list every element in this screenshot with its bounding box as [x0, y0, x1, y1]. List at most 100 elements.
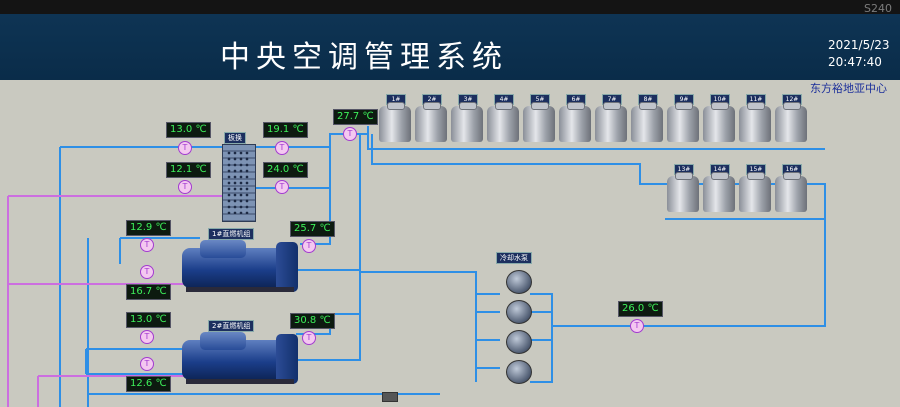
tower-fan-icon: [675, 102, 693, 110]
tower-fan-icon: [783, 172, 801, 180]
temp-sensor-icon[interactable]: T: [302, 331, 316, 345]
pipe-chiller2-return: [37, 375, 200, 407]
tower-body: [595, 106, 627, 142]
tower-fan-icon: [531, 102, 549, 110]
chiller-2-base: [186, 379, 294, 384]
cooling-tower-9[interactable]: 9#: [666, 94, 700, 144]
cooling-tower-16[interactable]: 16#: [774, 164, 808, 214]
pump-group-label: 冷却水泵: [496, 252, 532, 264]
temp-sensor-icon[interactable]: T: [275, 141, 289, 155]
tower-fan-icon: [711, 172, 729, 180]
location-label: 东方裕地亚中心: [810, 82, 887, 95]
temp-sensor-icon[interactable]: T: [140, 265, 154, 279]
heat-exchanger-label: 板换: [224, 132, 246, 144]
temp-tower-supply: 27.7 ℃: [333, 109, 378, 125]
temp-chiller2-right: 30.8 ℃: [290, 313, 335, 329]
tower-body: [415, 106, 447, 142]
pipe-pump-inlets: [476, 293, 500, 369]
temp-sensor-icon[interactable]: T: [140, 357, 154, 371]
temp-chiller2-left-top: 13.0 ℃: [126, 312, 171, 328]
tower-fan-icon: [747, 172, 765, 180]
tower-body: [667, 106, 699, 142]
pipe-hx-top: [60, 133, 368, 148]
chiller-2[interactable]: [182, 330, 300, 386]
tower-body: [739, 176, 771, 212]
tower-body: [451, 106, 483, 142]
cooling-tower-14[interactable]: 14#: [702, 164, 736, 214]
pipe-chilled-water-blue: [59, 147, 200, 407]
cooling-tower-2[interactable]: 2#: [414, 94, 448, 144]
tower-fan-icon: [567, 102, 585, 110]
temp-chiller2-left-bottom: 12.6 ℃: [126, 376, 171, 392]
temp-pump-outlet: 26.0 ℃: [618, 301, 663, 317]
cooling-tower-5[interactable]: 5#: [522, 94, 556, 144]
tower-body: [703, 106, 735, 142]
temp-sensor-icon[interactable]: T: [275, 180, 289, 194]
tower-body: [667, 176, 699, 212]
temp-sensor-icon[interactable]: T: [178, 141, 192, 155]
temp-sensor-icon[interactable]: T: [178, 180, 192, 194]
monitor-model-label: S240: [864, 2, 892, 15]
time-display: 20:47:40: [828, 55, 882, 69]
temp-hx-left-bottom: 12.1 ℃: [166, 162, 211, 178]
cooling-tower-8[interactable]: 8#: [630, 94, 664, 144]
pipe-to-pumps: [359, 134, 477, 382]
tower-fan-icon: [747, 102, 765, 110]
chiller-1[interactable]: [182, 238, 300, 294]
tower-body: [487, 106, 519, 142]
temp-sensor-icon[interactable]: T: [140, 330, 154, 344]
tower-fan-icon: [639, 102, 657, 110]
cooling-tower-10[interactable]: 10#: [702, 94, 736, 144]
cooling-pump-3[interactable]: [506, 330, 532, 354]
chiller-1-base: [186, 287, 294, 292]
tower-body: [523, 106, 555, 142]
pipe-pump-to-towers: [552, 219, 826, 327]
tower-fan-icon: [495, 102, 513, 110]
cooling-pump-1[interactable]: [506, 270, 532, 294]
cooling-pump-2[interactable]: [506, 300, 532, 324]
page-title: 中央空调管理系统: [220, 40, 508, 75]
tower-fan-icon: [711, 102, 729, 110]
scada-screen: 中央空调管理系统 2021/5/23 20:47:40 东方裕地亚中心: [0, 14, 900, 407]
chiller-2-label: 2#直燃机组: [208, 320, 255, 332]
cooling-pump-4[interactable]: [506, 360, 532, 384]
valve[interactable]: [382, 392, 398, 402]
cooling-tower-15[interactable]: 15#: [738, 164, 772, 214]
cooling-tower-3[interactable]: 3#: [450, 94, 484, 144]
header-bar: 中央空调管理系统 2021/5/23 20:47:40: [0, 14, 900, 80]
tower-body: [775, 106, 807, 142]
date-display: 2021/5/23: [828, 38, 890, 52]
cooling-tower-6[interactable]: 6#: [558, 94, 592, 144]
tower-body: [631, 106, 663, 142]
tower-body: [703, 176, 735, 212]
tower-body: [739, 106, 771, 142]
cooling-tower-4[interactable]: 4#: [486, 94, 520, 144]
cooling-tower-12[interactable]: 12#: [774, 94, 808, 144]
cooling-tower-7[interactable]: 7#: [594, 94, 628, 144]
pipe-pump-outlets: [530, 293, 553, 383]
temp-sensor-icon[interactable]: T: [630, 319, 644, 333]
temp-chiller1-left-bottom: 16.7 ℃: [126, 284, 171, 300]
temp-chiller1-right: 25.7 ℃: [290, 221, 335, 237]
tower-body: [379, 106, 411, 142]
tower-fan-icon: [423, 102, 441, 110]
cooling-tower-1[interactable]: 1#: [378, 94, 412, 144]
chiller-1-label: 1#直燃机组: [208, 228, 255, 240]
chiller-1-endcap: [276, 242, 298, 292]
tower-body: [775, 176, 807, 212]
temp-sensor-icon[interactable]: T: [302, 239, 316, 253]
heat-exchanger-plates: [226, 150, 250, 214]
cooling-tower-13[interactable]: 13#: [666, 164, 700, 214]
temp-hx-right-bottom: 24.0 ℃: [263, 162, 308, 178]
chiller-2-motor: [200, 332, 246, 350]
temp-sensor-icon[interactable]: T: [140, 238, 154, 252]
temp-sensor-icon[interactable]: T: [343, 127, 357, 141]
chiller-1-motor: [200, 240, 246, 258]
tower-body: [559, 106, 591, 142]
chiller-2-endcap: [276, 334, 298, 384]
pipe-tower-header: [367, 126, 825, 150]
tower-fan-icon: [783, 102, 801, 110]
temp-hx-left-top: 13.0 ℃: [166, 122, 211, 138]
tower-fan-icon: [459, 102, 477, 110]
cooling-tower-11[interactable]: 11#: [738, 94, 772, 144]
